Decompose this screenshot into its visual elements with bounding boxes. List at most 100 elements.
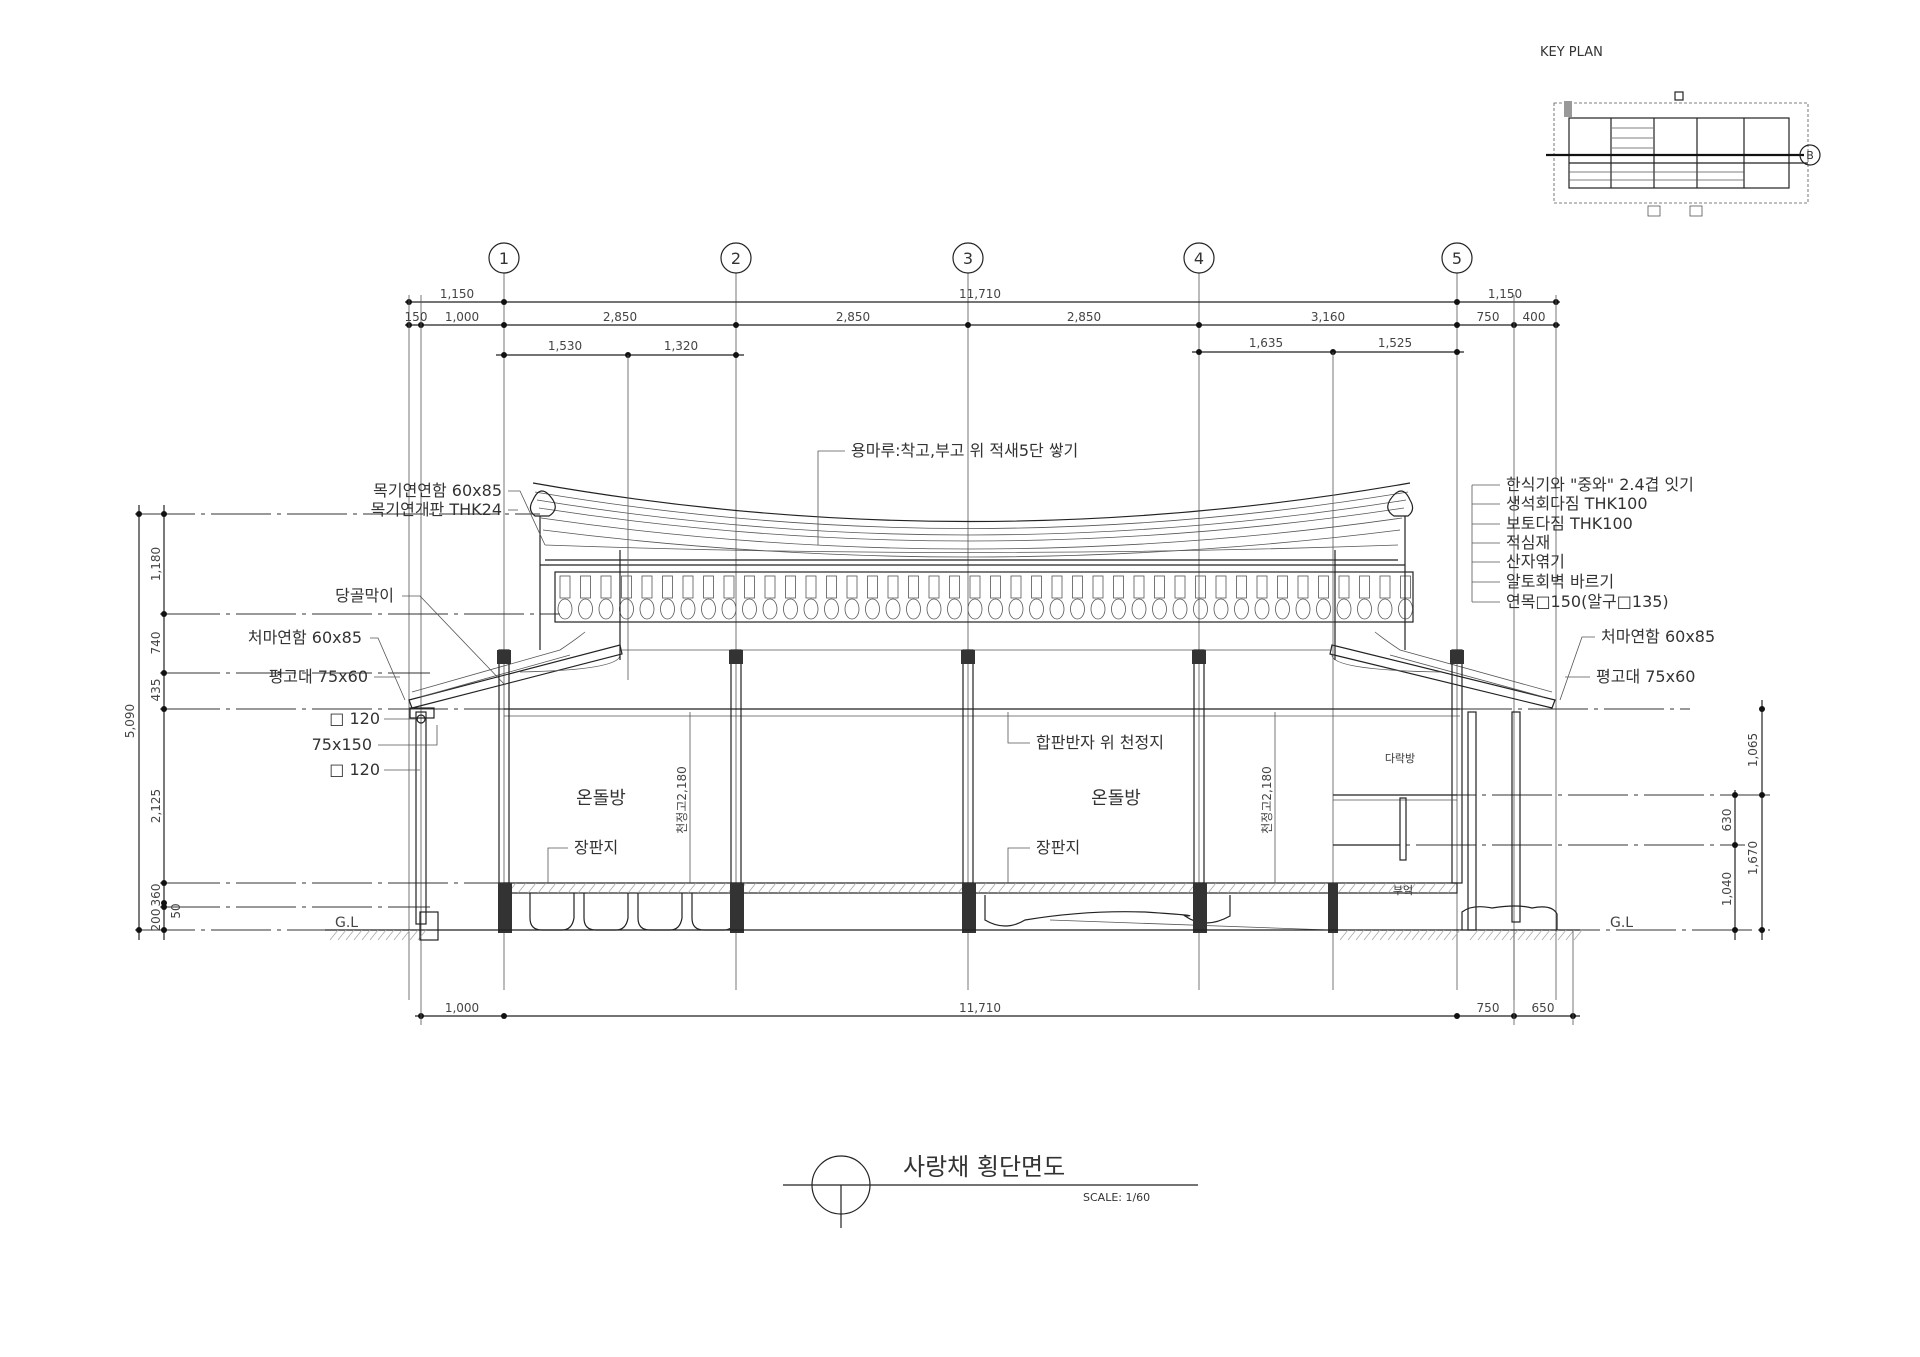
rafter-end <box>1357 598 1372 620</box>
ground-hatch <box>1549 929 1559 941</box>
ground-hatch <box>1443 929 1453 941</box>
floor-hatch <box>1037 882 1047 894</box>
floor-hatch <box>1127 882 1137 894</box>
dim-tick <box>1454 349 1460 355</box>
floor-hatch <box>527 882 537 894</box>
dim-right-1: 1,065 <box>1746 733 1760 767</box>
rafter-end <box>1031 575 1042 599</box>
ground-hatch <box>337 929 347 941</box>
note-beam-75x150: 75x150 <box>312 735 372 754</box>
dim-left-3: 435 <box>149 679 163 702</box>
rafter-end <box>1152 598 1167 620</box>
rafter-end <box>1377 598 1393 620</box>
rafter-end <box>867 575 878 599</box>
dim-tick <box>1196 322 1202 328</box>
rafter-end <box>785 575 796 599</box>
floor-hatch <box>1417 882 1427 894</box>
dim-right-4: 1,670 <box>1746 841 1760 875</box>
dim-left-2: 740 <box>149 632 163 655</box>
note-post-120-top: □ 120 <box>329 709 380 728</box>
floor-hatch <box>1437 882 1447 894</box>
floor-hatch <box>1147 882 1157 894</box>
column-capital <box>729 650 743 664</box>
ground-hatch <box>369 929 379 941</box>
rafter-end <box>1236 575 1247 599</box>
floor-hatch <box>1217 882 1227 894</box>
floor-hatch <box>1337 882 1347 894</box>
ground-hatch <box>1403 929 1413 941</box>
rafter-end <box>1092 575 1104 599</box>
ground-hatch <box>1395 929 1405 941</box>
floor-hatch <box>1067 882 1077 894</box>
dim-row2-1: 150 <box>405 310 428 324</box>
ground-hatch <box>409 929 419 941</box>
rafter-end <box>619 598 634 620</box>
dim-tick <box>1196 349 1202 355</box>
rafter-end <box>865 598 880 620</box>
rafter-end <box>1029 598 1044 620</box>
ground-hatch <box>1501 929 1511 941</box>
floor-hatch <box>867 882 877 894</box>
rafter-end <box>1316 598 1331 620</box>
dim-top-2: 11,710 <box>959 287 1001 301</box>
dim-row2-4: 2,850 <box>836 310 870 324</box>
floor-hatch <box>787 882 797 894</box>
rafter-end <box>682 575 694 599</box>
floor-hatch <box>997 882 1007 894</box>
dim-left-5: 360 <box>149 884 163 907</box>
dim-tick <box>965 322 971 328</box>
dim-tick <box>501 299 507 305</box>
rafter-end <box>805 575 817 599</box>
ground-hatch <box>1533 929 1543 941</box>
rafter-end <box>1359 575 1370 599</box>
rafter-end <box>600 575 612 599</box>
rafter-end <box>1277 575 1288 599</box>
rafter-end <box>990 575 1001 599</box>
ground-hatch <box>1363 929 1373 941</box>
drawing-title: 사랑채 횡단면도 SCALE: 1/60 <box>783 1153 1198 1228</box>
rafter-end <box>908 575 919 599</box>
dim-row3-1: 1,530 <box>548 339 582 353</box>
grid-label: 5 <box>1452 249 1462 268</box>
floor-hatch <box>1077 882 1087 894</box>
top-dimensions: 1,150 11,710 1,150 150 1,000 2,850 2,850… <box>405 287 1560 1000</box>
floor-hatch <box>627 882 637 894</box>
rafter-end <box>928 575 940 599</box>
rafter-end <box>578 598 593 620</box>
rafter-end <box>1295 598 1311 620</box>
rafter-end <box>1213 598 1229 620</box>
ground-hatch <box>1573 929 1583 941</box>
floor-hatch <box>1097 882 1107 894</box>
note-floor-left: 장판지 <box>574 838 618 857</box>
right-dimensions: 1,065 630 1,040 1,670 <box>1720 700 1765 940</box>
dim-bottom-1: 1,000 <box>445 1001 479 1015</box>
ground-hatch <box>1347 929 1357 941</box>
floor-hatch <box>1367 882 1377 894</box>
grid-bubble <box>488 242 520 274</box>
rafter-end <box>1010 575 1022 599</box>
ground-hatch <box>385 929 395 941</box>
floor-hatch <box>1357 882 1367 894</box>
floor-hatch <box>597 882 607 894</box>
rafter-end <box>557 598 573 620</box>
rafter-end <box>1051 575 1063 599</box>
floor-hatch <box>1427 882 1437 894</box>
floor-hatch <box>887 882 897 894</box>
note-pyeonggodae-left: 평고대 75x60 <box>269 667 368 686</box>
rafter-end <box>1072 575 1083 599</box>
ground-level-left: G.L <box>335 915 358 931</box>
rafter-end <box>1174 575 1186 599</box>
ground-hatch <box>1451 929 1461 941</box>
interior-labels: 온돌방 온돌방 다락방 부엌 합판반자 위 천정지 장판지 장판지 천정고2,1… <box>335 712 1633 931</box>
floor-hatch <box>537 882 547 894</box>
ground-hatch <box>1485 929 1495 941</box>
ridge-annotation: 용마루:착고,부고 위 적새5단 쌓기 <box>817 441 1078 545</box>
ground-hatch <box>1379 929 1389 941</box>
grid-bubble <box>720 242 752 274</box>
dim-top-3: 1,150 <box>1488 287 1522 301</box>
floor-hatch <box>1407 882 1417 894</box>
ground-hatch <box>401 929 411 941</box>
room-kitchen: 부엌 <box>1393 884 1413 897</box>
rafter-end <box>1254 598 1270 620</box>
floor-hatch <box>797 882 807 894</box>
